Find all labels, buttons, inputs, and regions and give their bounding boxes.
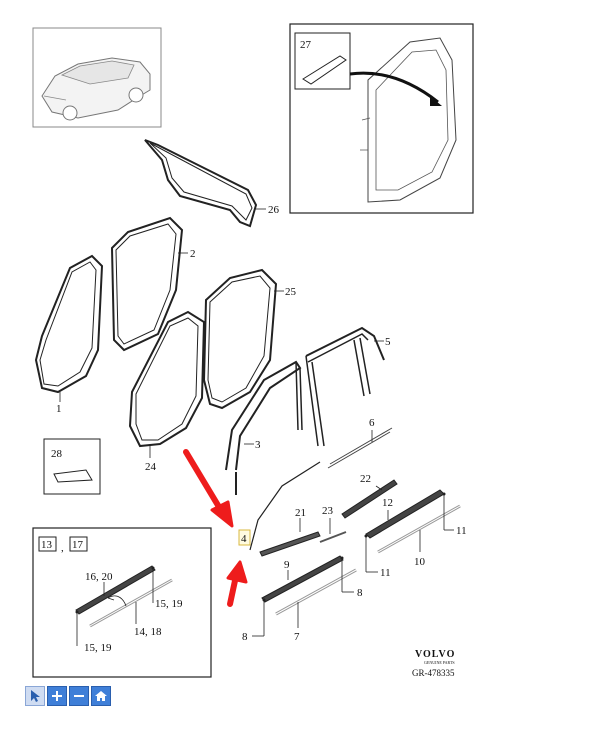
callout-4: 4 [241, 533, 247, 545]
callout-9: 9 [284, 559, 290, 571]
callout-7: 7 [294, 631, 300, 643]
seal-26: 26 [144, 139, 280, 228]
part-4: 4 [238, 461, 321, 551]
volvo-logo: VOLVO GENUINE PARTS GR-478335 [412, 649, 455, 678]
part-23: 23 [319, 505, 347, 543]
part-22: 22 [341, 473, 398, 519]
zoom-in-button[interactable] [47, 686, 67, 706]
part-10: 10 [377, 504, 461, 568]
zoom-in-icon [52, 691, 62, 701]
pointer-button[interactable] [25, 686, 45, 706]
part-3: 3 [225, 360, 303, 495]
callout-25: 25 [285, 286, 297, 298]
home-button[interactable] [91, 686, 111, 706]
seal-25: 25 [202, 268, 297, 410]
inset-label-14-18: 14, 18 [134, 626, 162, 638]
door-detail-box: 27 [289, 23, 474, 214]
seal-1: 1 [34, 254, 104, 415]
part-8: 8 8 [242, 556, 363, 643]
part-7: 7 [275, 568, 357, 643]
part-5: 5 [305, 326, 391, 447]
diagram-code: GR-478335 [412, 668, 455, 678]
viewer-toolbar [25, 686, 111, 706]
inset-label-16-20: 16, 20 [85, 571, 113, 583]
part-9: 9 [261, 555, 344, 603]
inset-separator: , [61, 542, 64, 554]
callout-2: 2 [190, 248, 196, 260]
callout-11b: 11 [380, 567, 391, 579]
part-21: 21 [259, 507, 321, 557]
inset-box: 13 , 17 16, 20 15, 19 14, 18 15, 19 [32, 527, 212, 678]
callout-3: 3 [255, 439, 261, 451]
callout-26: 26 [268, 204, 280, 216]
callout-21: 21 [295, 507, 306, 519]
part-6: 6 [327, 417, 393, 469]
highlight-arrows [183, 449, 248, 607]
callout-5: 5 [385, 336, 391, 348]
car-thumbnail [32, 27, 162, 128]
callout-10: 10 [414, 556, 426, 568]
inset-label-15-19-b: 15, 19 [84, 642, 112, 654]
callout-22: 22 [360, 473, 371, 485]
callout-1: 1 [56, 403, 62, 415]
inset-ref-13: 13 [41, 539, 53, 551]
inset-ref-17: 17 [72, 539, 84, 551]
callout-8b: 8 [242, 631, 248, 643]
callout-27: 27 [300, 39, 312, 51]
zoom-out-icon [74, 695, 84, 697]
zoom-out-button[interactable] [69, 686, 89, 706]
home-icon [95, 691, 107, 701]
inset-label-15-19-a: 15, 19 [155, 598, 183, 610]
logo-tagline: GENUINE PARTS [424, 660, 455, 665]
callout-11a: 11 [456, 525, 467, 537]
callout-24: 24 [145, 461, 157, 473]
callout-8a: 8 [357, 587, 363, 599]
part-11: 11 11 [364, 492, 467, 579]
seal-24: 24 [128, 310, 206, 473]
callout-12: 12 [382, 497, 393, 509]
callout-23: 23 [322, 505, 334, 517]
callout-28: 28 [51, 448, 63, 460]
logo-brand: VOLVO [415, 649, 455, 660]
pointer-icon [31, 690, 40, 702]
callout-6: 6 [369, 417, 375, 429]
part-28-box: 28 [43, 438, 101, 495]
seal-2: 2 [110, 216, 196, 352]
